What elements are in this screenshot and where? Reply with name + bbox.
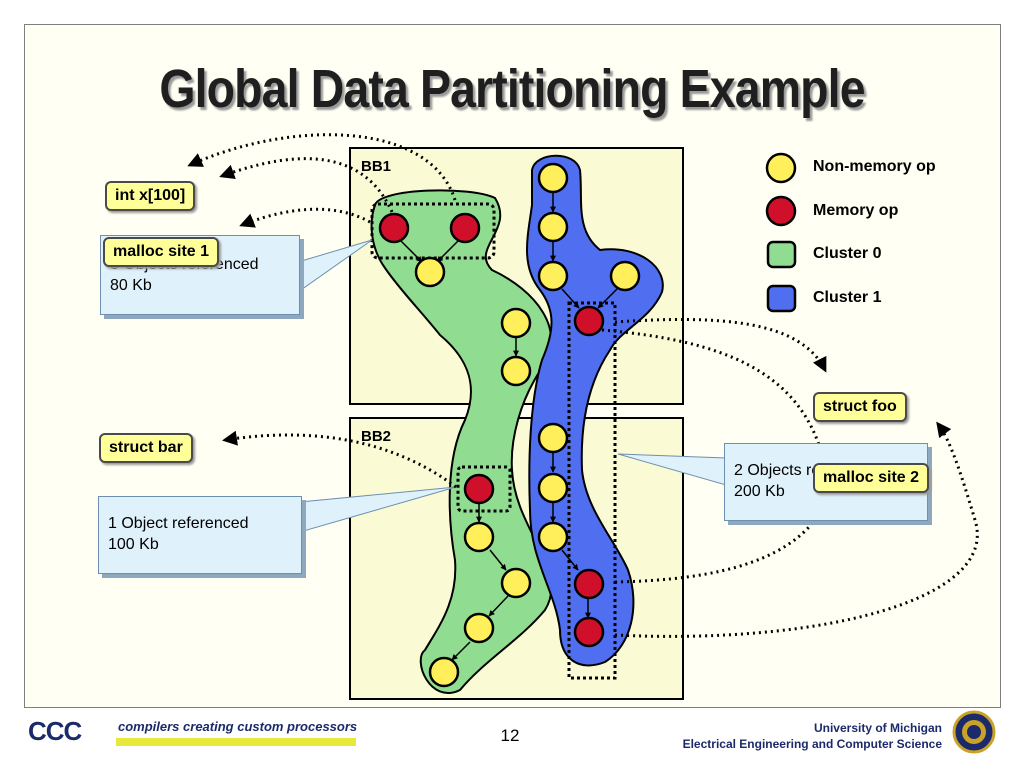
tag-struct-bar: struct bar [99,433,193,463]
reference-arrow [614,318,827,373]
footer-university: University of Michigan Electrical Engine… [683,720,942,752]
non-memory-op-node [500,355,532,387]
memory-op-node [573,568,605,600]
non-memory-op-node [537,521,569,553]
memory-op-node [573,305,605,337]
dfg-edge [561,288,580,309]
legend-cluster0-icon [766,240,797,269]
page-number: 12 [500,726,520,745]
non-memory-op-node [500,567,532,599]
tag-malloc-site-1: malloc site 1 [103,237,220,267]
partition-box-bb1 [370,202,496,260]
memory-op-node [463,473,495,505]
legend-cluster1-icon [766,284,797,313]
legend-label-cluster1: Cluster 1 [813,289,882,306]
non-memory-op-node [463,521,495,553]
partition-box-bar [456,465,512,513]
dfg-edge [451,641,471,661]
reference-arrow [239,207,371,228]
bb2-label: BB2 [361,428,391,445]
legend-label-non-memory: Non-memory op [813,158,936,175]
dfg-edge [488,595,509,617]
tag-int-x: int x[100] [105,181,196,211]
tag-malloc-site-2: malloc site 2 [813,463,930,493]
dfg-edge [436,239,460,263]
dfg-edge [561,549,579,571]
reference-arrow [219,157,394,213]
non-memory-op-node [537,422,569,454]
reference-arrow [222,430,457,489]
footer-accent-bar [116,738,356,746]
reference-arrow [187,133,457,201]
note-2-line-2: 100 Kb [108,536,159,553]
partition-box-malloc2 [567,301,617,680]
footer-tagline: compilers creating custom processors [118,719,358,734]
non-memory-op-node [609,260,641,292]
non-memory-op-node [537,472,569,504]
university-seal-icon [952,710,996,754]
dfg-edge [399,239,423,263]
reference-arrow [614,421,979,638]
slide-title: Global Data Partitioning Example [159,59,865,119]
non-memory-op-node [537,260,569,292]
non-memory-op-node [414,256,446,288]
memory-op-node [378,212,410,244]
dfg-edge [597,288,618,309]
reference-arrow [601,328,828,461]
department-name: Electrical Engineering and Computer Scie… [682,737,942,751]
legend-label-cluster0: Cluster 0 [813,245,882,262]
note-1-line-2: 80 Kb [110,277,152,294]
note-2-line-1: 1 Object referenced [108,515,249,532]
ccc-logo: CCC [28,716,82,746]
bb1-label: BB1 [361,158,391,175]
tag-struct-foo: struct foo [813,392,907,422]
non-memory-op-node [428,656,460,688]
non-memory-op-node [463,612,495,644]
university-name: University of Michigan [813,721,942,735]
legend-non-memory-icon [765,152,797,184]
note-3-line-2: 200 Kb [734,483,785,500]
legend-memory-icon [765,195,797,227]
non-memory-op-node [537,162,569,194]
note-1-object: 1 Object referenced 100 Kb [98,496,302,574]
legend-label-memory: Memory op [813,202,899,219]
non-memory-op-node [537,211,569,243]
memory-op-node [573,616,605,648]
dfg-edge [489,549,507,571]
non-memory-op-node [500,307,532,339]
memory-op-node [449,212,481,244]
